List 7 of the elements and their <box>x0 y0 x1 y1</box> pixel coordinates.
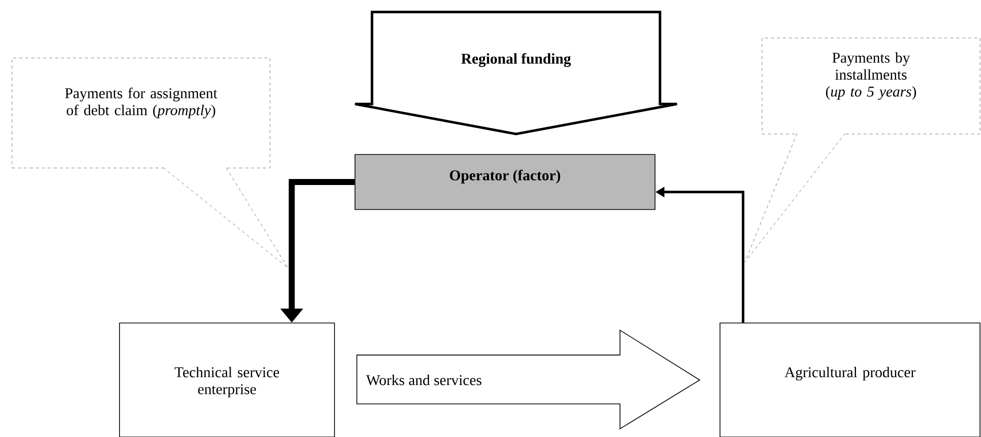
edge-label: Works and services <box>366 374 482 386</box>
process-box: Agricultural producer <box>720 322 980 437</box>
callout-box: Payments by installments (up to 5 years) <box>744 38 980 262</box>
process-box: Operator (factor) <box>354 154 656 210</box>
process-box: Technical service enterprise <box>119 322 335 437</box>
block-arrow <box>356 329 700 430</box>
callout-box: Payments for assignment of debt claim (promptly) <box>12 58 288 268</box>
